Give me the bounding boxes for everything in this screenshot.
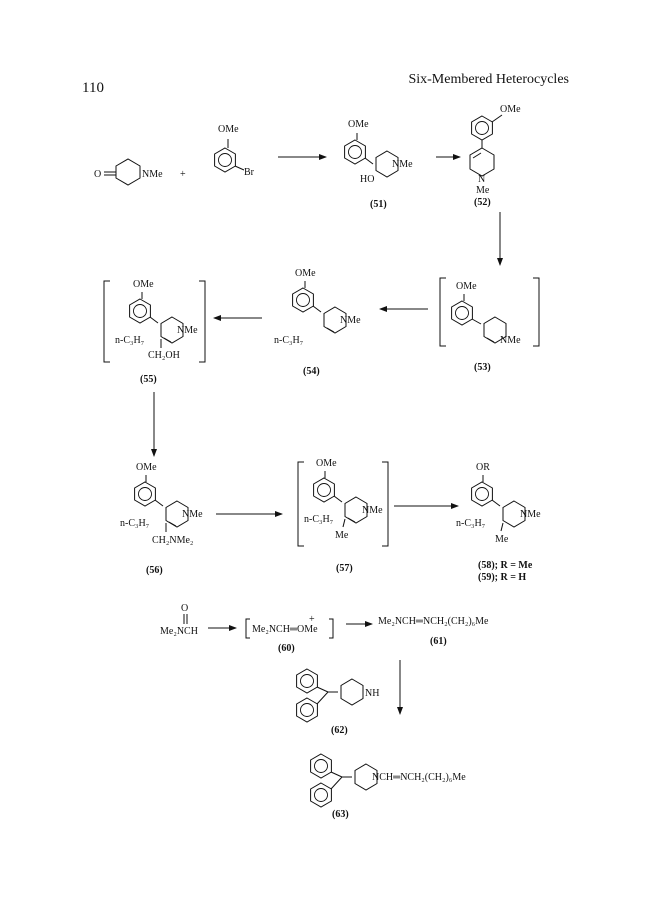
compound-62-structure: NH — [296, 668, 379, 723]
compound-51-structure: OMe NMe HO — [344, 119, 413, 185]
compound-52-structure: OMe N Me — [469, 104, 521, 196]
compound-59-label: (59); R = H — [478, 572, 526, 583]
ome-label: OMe — [316, 458, 337, 469]
propyl-label: n-C₃H₇ — [274, 335, 303, 346]
compound-63-label: (63) — [332, 809, 349, 820]
compound-60-structure: Me₂NCH═OMe + — [245, 614, 334, 639]
ho-label: HO — [360, 174, 374, 185]
propyl-label: n-C₃H₇ — [115, 335, 144, 346]
page-number: 110 — [82, 80, 104, 96]
propyl-label: n-C₃H₇ — [456, 518, 485, 529]
compound-61-formula: Me₂NCH═NCH₂(CH₂)₆Me — [378, 616, 489, 627]
nme-label: NMe — [177, 325, 198, 336]
compound-54-structure: OMe NMe n-C₃H₇ — [274, 268, 361, 346]
compound-52-label: (52) — [474, 197, 491, 208]
iminium-charge: + — [309, 614, 315, 625]
propyl-label: n-C₃H₇ — [304, 514, 333, 525]
compound-60-label: (60) — [278, 643, 295, 654]
nh-label: NH — [365, 688, 379, 699]
ome-label: OMe — [348, 119, 369, 130]
me-label: Me — [476, 185, 490, 196]
compound-57-structure: OMe NMe n-C₃H₇ Me — [297, 458, 389, 547]
ome-label: OMe — [133, 279, 154, 290]
ch2oh-label: CH₂OH — [148, 350, 180, 361]
nme-label: NMe — [142, 169, 163, 180]
compound-61-label: (61) — [430, 636, 447, 647]
compound-54-label: (54) — [303, 366, 320, 377]
br-label: Br — [244, 167, 255, 178]
piperidone-structure: O NMe — [94, 158, 163, 186]
compound-58-label: (58); R = Me — [478, 560, 533, 571]
nme-label: NMe — [392, 159, 413, 170]
nme-label: NMe — [182, 509, 203, 520]
nme-label: NMe — [500, 335, 521, 346]
compound-51-label: (51) — [370, 199, 387, 210]
me-label: Me — [335, 530, 349, 541]
compound-53-structure: OMe NMe — [439, 277, 540, 347]
dmf-o: O — [181, 603, 188, 614]
ome-label: OMe — [295, 268, 316, 279]
nme-label: NMe — [520, 509, 541, 520]
carbonyl-o: O — [94, 169, 101, 180]
or-label: OR — [476, 462, 490, 473]
compound-62-label: (62) — [331, 725, 348, 736]
nme-label: NMe — [340, 315, 361, 326]
ome-label: OMe — [500, 104, 521, 115]
propyl-label: n-C₃H₇ — [120, 518, 149, 529]
compound-57-label: (57) — [336, 563, 353, 574]
compound-53-label: (53) — [474, 362, 491, 373]
ome-label: OMe — [456, 281, 477, 292]
compound-58-59-structure: OR NMe n-C₃H₇ Me — [456, 462, 541, 545]
compound-63-formula: NCH═NCH₂(CH₂)₆Me — [372, 772, 466, 783]
compound-55-label: (55) — [140, 374, 157, 385]
compound-56-label: (56) — [146, 565, 163, 576]
compound-63-structure: NCH═NCH₂(CH₂)₆Me — [310, 753, 466, 808]
compound-56-structure: OMe NMe n-C₃H₇ CH₂NMe₂ — [120, 462, 203, 546]
nme-label: NMe — [362, 505, 383, 516]
n-label: N — [478, 174, 485, 185]
dmf-label: Me₂NCH — [160, 626, 198, 637]
iminium-label: Me₂NCH═OMe — [252, 624, 318, 635]
ome-label: OMe — [136, 462, 157, 473]
running-header: Six-Membered Heterocycles — [408, 72, 569, 87]
bromoanisole-structure: OMe Br — [214, 124, 255, 178]
ome-label: OMe — [218, 124, 239, 135]
plus-sign: + — [180, 169, 186, 180]
ch2nme2-label: CH₂NMe₂ — [152, 535, 193, 546]
dmf-structure: O Me₂NCH — [160, 603, 198, 637]
me-label: Me — [495, 534, 509, 545]
compound-55-structure: OMe NMe n-C₃H₇ CH₂OH — [103, 279, 206, 363]
